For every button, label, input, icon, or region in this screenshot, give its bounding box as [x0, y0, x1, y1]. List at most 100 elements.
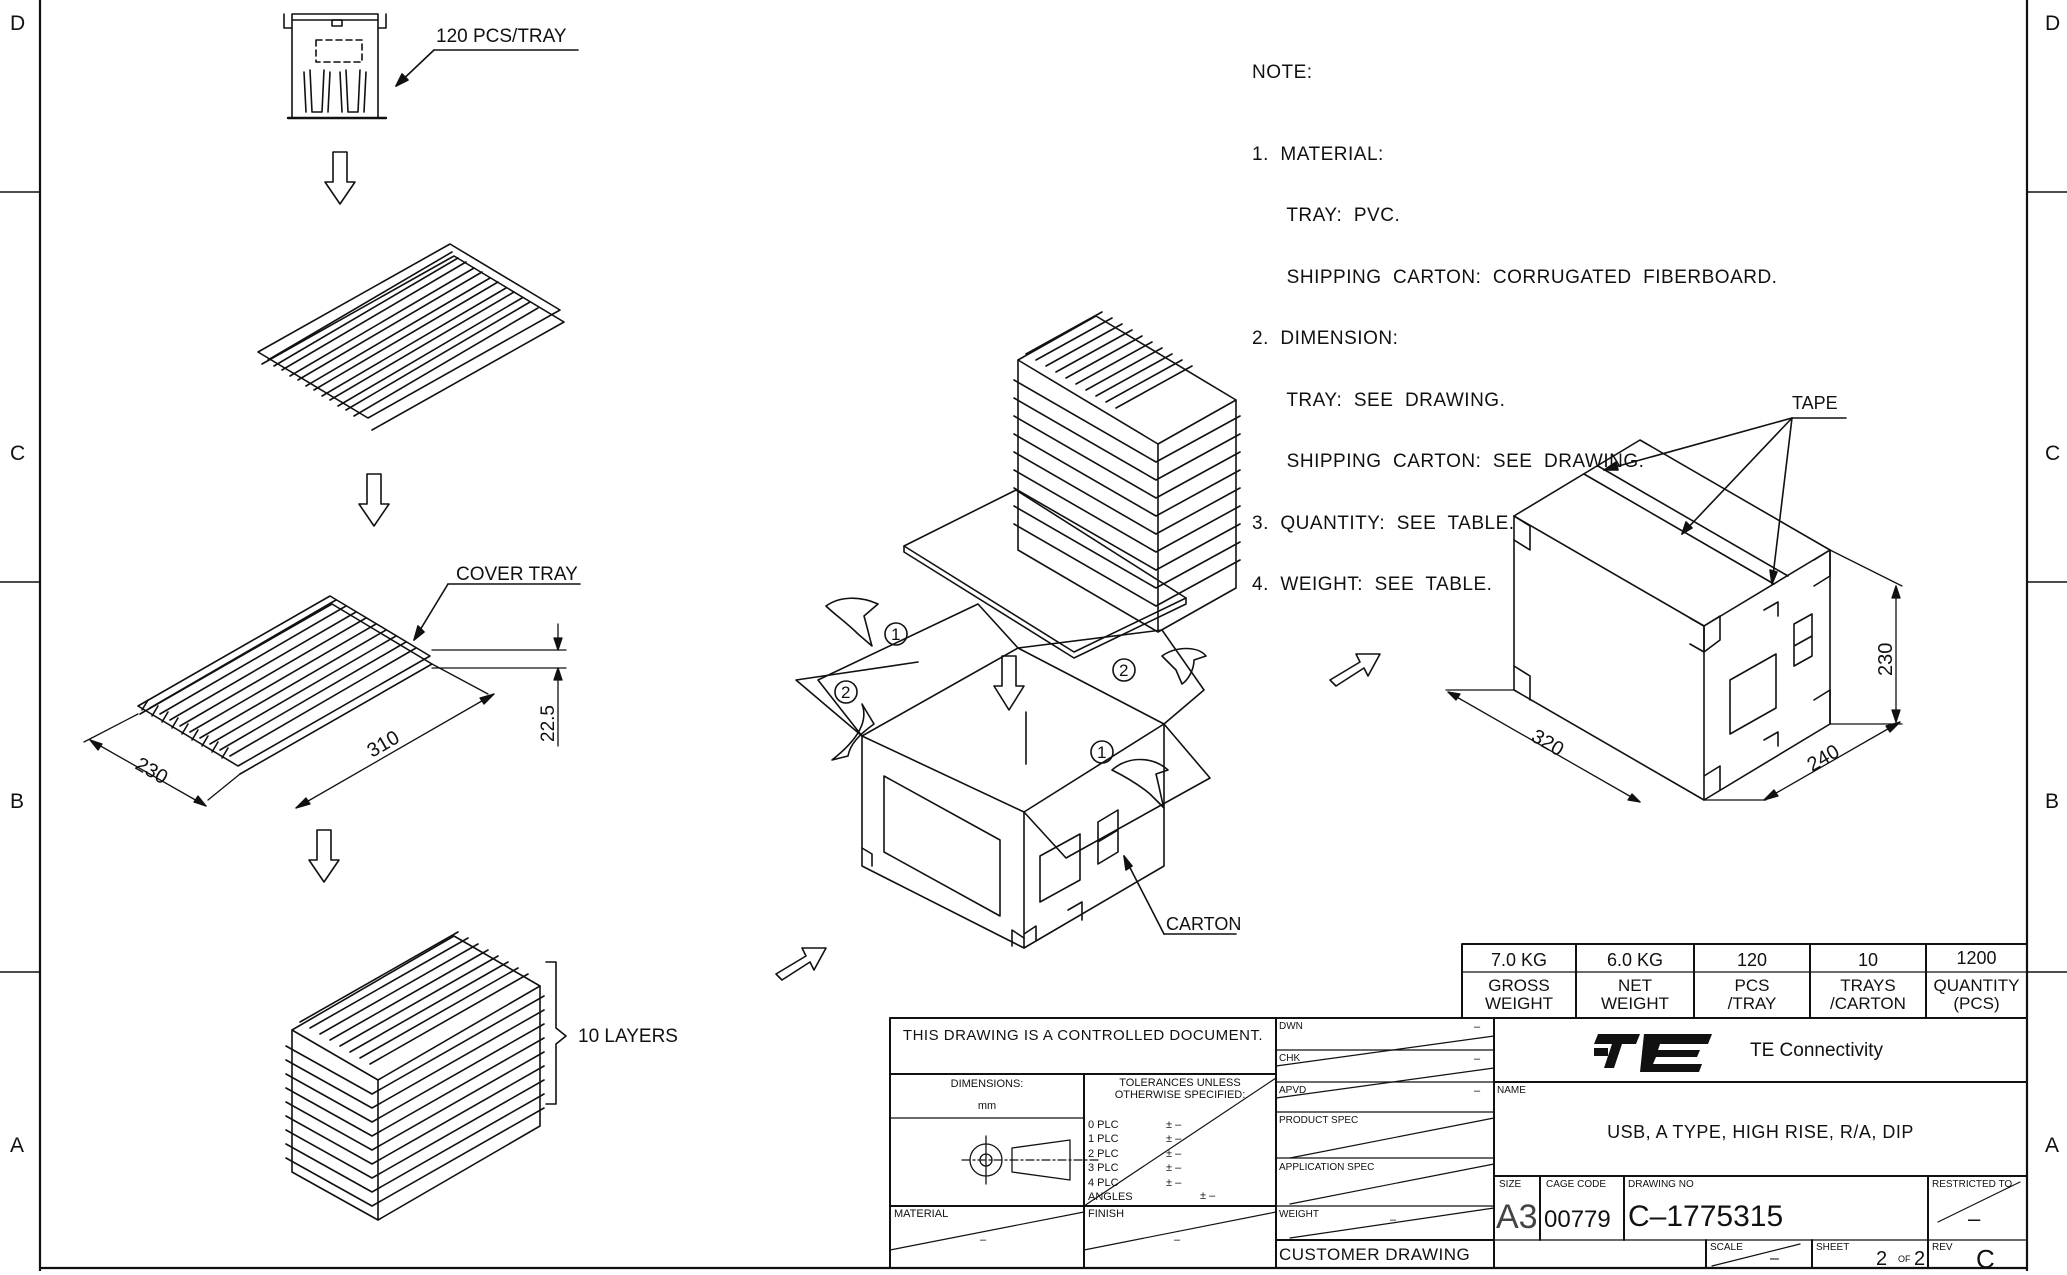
- tape-label: TAPE: [1792, 393, 1838, 413]
- finish-label: FINISH: [1088, 1208, 1125, 1220]
- size-label: SIZE: [1499, 1179, 1522, 1190]
- open-carton-drawing: [795, 597, 1211, 949]
- plc-value: ± –: [1166, 1133, 1182, 1146]
- carton-label: CARTON: [1166, 914, 1241, 934]
- note-line: TRAY: PVC.: [1252, 205, 1401, 226]
- note-title: NOTE:: [1252, 62, 1313, 83]
- customer-drawing-label: CUSTOMER DRAWING: [1279, 1245, 1471, 1264]
- angles-value: ± –: [1200, 1190, 1216, 1202]
- note-line: 4. WEIGHT: SEE TABLE.: [1252, 574, 1493, 595]
- zone-label: A: [10, 1134, 24, 1157]
- trays-per-carton-header: TRAYS/CARTON: [1810, 977, 1926, 1013]
- weight-value: –: [1390, 1214, 1397, 1226]
- dim-tray-height: 22.5: [538, 705, 559, 742]
- dim-carton-width: 240: [1804, 741, 1844, 777]
- cover-sheet-drawing: [903, 489, 1187, 659]
- restricted-value: –: [1968, 1206, 1981, 1231]
- header-line: (PCS): [1953, 994, 2000, 1013]
- down-arrow-icon: [993, 655, 1025, 711]
- dimensions-unit: mm: [977, 1100, 997, 1112]
- header-line: /TRAY: [1727, 994, 1777, 1013]
- usb-connector-drawing: [283, 13, 579, 120]
- note-line: SHIPPING CARTON: CORRUGATED FIBERBOARD.: [1252, 266, 1778, 288]
- chk-label: CHK: [1279, 1053, 1301, 1064]
- size-value: A3: [1496, 1198, 1538, 1236]
- dwn-date: –: [1474, 1021, 1481, 1033]
- plc-value: ± –: [1166, 1147, 1182, 1160]
- cover-tray-label: COVER TRAY: [456, 564, 578, 585]
- callout-number: 1: [891, 625, 900, 644]
- header-line: WEIGHT: [1485, 994, 1553, 1013]
- dim-carton-length: 320: [1528, 725, 1568, 761]
- tape-leader: [1603, 417, 1847, 585]
- layers-label: 10 LAYERS: [578, 1026, 678, 1047]
- callout-number: 2: [841, 683, 850, 702]
- dimensions-label: DIMENSIONS:: [950, 1078, 1024, 1090]
- cage-code-label: CAGE CODE: [1546, 1179, 1607, 1190]
- cage-code-value: 00779: [1544, 1206, 1611, 1233]
- net-weight-value: 6.0 KG: [1606, 950, 1664, 970]
- drawing-number: C–1775315: [1628, 1200, 1784, 1233]
- down-arrow-icon: [308, 829, 340, 883]
- sheet-label: SHEET: [1816, 1242, 1850, 1253]
- zone-label: C: [2045, 442, 2060, 465]
- projection-symbol-icon: [961, 1135, 1101, 1185]
- plc-list: 0 PLC 1 PLC 2 PLC 3 PLC 4 PLC ANGLES: [1088, 1118, 1133, 1204]
- header-line: WEIGHT: [1601, 994, 1669, 1013]
- material-value: –: [980, 1234, 987, 1246]
- note-line: 2. DIMENSION:: [1252, 328, 1399, 349]
- zone-label: C: [10, 442, 25, 465]
- scale-label: SCALE: [1710, 1242, 1743, 1253]
- cover-tray-drawing: [137, 595, 433, 775]
- title-block-sign-rows: [889, 1035, 2021, 1267]
- down-arrow-icon: [358, 473, 390, 527]
- next-step-arrow-icon: [775, 947, 827, 981]
- sheet-total: 2: [1914, 1248, 1926, 1270]
- cover-tray-leader: [413, 583, 581, 641]
- dim-tray-length: 310: [364, 727, 404, 763]
- header-line: /CARTON: [1830, 994, 1906, 1013]
- pcs-per-tray-header: PCS/TRAY: [1694, 977, 1810, 1013]
- header-line: QUANTITY: [1933, 976, 2020, 995]
- controlled-document-note: THIS DRAWING IS A CONTROLLED DOCUMENT.: [902, 1027, 1264, 1044]
- note-line: 3. QUANTITY: SEE TABLE.: [1252, 512, 1515, 534]
- plc-values: ± – ± – ± – ± – ± –: [1166, 1118, 1181, 1190]
- carton-dimension-lines: [1445, 549, 1903, 803]
- tray-qty-label: 120 PCS/TRAY: [436, 26, 567, 47]
- header-line: PCS: [1734, 976, 1770, 995]
- scale-value: –: [1770, 1250, 1779, 1267]
- dwn-label: DWN: [1279, 1021, 1303, 1032]
- drawing-no-label: DRAWING NO: [1628, 1179, 1694, 1190]
- tray-stack-drawing: [285, 931, 545, 1221]
- application-spec-label: APPLICATION SPEC: [1279, 1162, 1375, 1173]
- callout-bubble: [834, 622, 1136, 764]
- rev-label: REV: [1932, 1242, 1953, 1253]
- sheet-number: 2: [1876, 1248, 1888, 1270]
- part-name: USB, A TYPE, HIGH RISE, R/A, DIP: [1607, 1122, 1914, 1142]
- note-line: SHIPPING CARTON: SEE DRAWING.: [1252, 451, 1645, 472]
- pcs-per-tray-value: 120: [1736, 950, 1768, 970]
- header-line: NET: [1618, 976, 1652, 995]
- title-block-grid: [889, 1017, 2028, 1269]
- zone-label: D: [10, 12, 25, 35]
- callout-number: 1: [1097, 743, 1106, 762]
- header-line: TRAYS: [1840, 976, 1896, 995]
- tray-stack-upper-drawing: [1013, 311, 1241, 633]
- rev-value: C: [1976, 1244, 1995, 1274]
- plc-row: 1 PLC: [1088, 1133, 1119, 1146]
- of-label: OF: [1898, 1254, 1911, 1264]
- plc-row: 4 PLC: [1088, 1176, 1119, 1189]
- plc-row: 2 PLC: [1088, 1147, 1119, 1160]
- chk-date: –: [1474, 1053, 1481, 1065]
- product-spec-label: PRODUCT SPEC: [1279, 1115, 1359, 1126]
- weight-label: WEIGHT: [1279, 1209, 1319, 1220]
- callout-number: 2: [1119, 661, 1128, 680]
- apvd-label: APVD: [1279, 1085, 1307, 1096]
- dim-carton-height: 230: [1875, 643, 1897, 676]
- notes-block: NOTE: 1. MATERIAL: TRAY: PVC. SHIPPING C…: [1252, 22, 1777, 616]
- plc-row: 0 PLC: [1088, 1119, 1119, 1131]
- plc-row: ANGLES: [1088, 1191, 1133, 1204]
- finish-value: –: [1174, 1234, 1181, 1246]
